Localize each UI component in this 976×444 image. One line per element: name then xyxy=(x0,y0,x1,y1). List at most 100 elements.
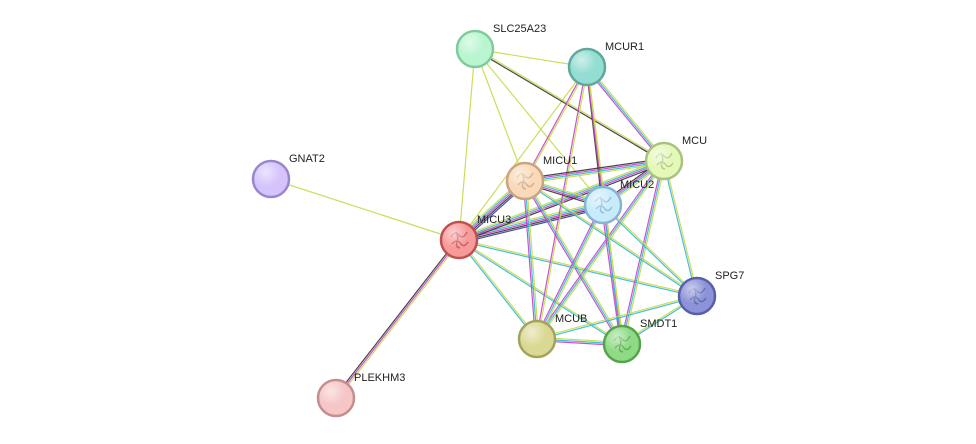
edge-mcur1-mcu[interactable] xyxy=(585,65,666,163)
edge-evidence-textmining xyxy=(525,162,665,184)
edge-micu3-mcur1[interactable] xyxy=(458,66,588,241)
edge-evidence-database xyxy=(524,180,538,340)
node-highlight xyxy=(254,162,288,196)
edge-evidence-textmining xyxy=(537,67,589,340)
node-label: MCUR1 xyxy=(605,41,644,53)
node-label: MCU xyxy=(682,135,707,147)
node-highlight xyxy=(442,223,476,257)
node-highlight xyxy=(520,322,554,356)
edge-mcub-spg7[interactable] xyxy=(536,294,698,341)
node-spg7[interactable]: SPG7 xyxy=(677,270,744,316)
edge-evidence-experiments xyxy=(585,67,664,163)
edge-evidence-experiments xyxy=(335,239,460,399)
edge-evidence-database xyxy=(536,160,665,340)
edge-evidence-coexpression xyxy=(459,205,604,243)
node-micu3[interactable]: MICU3 xyxy=(439,214,511,260)
edge-evidence-textmining xyxy=(474,48,526,182)
edge-evidence-textmining xyxy=(525,180,540,339)
edge-evidence-textmining xyxy=(525,67,589,182)
edge-evidence-textmining xyxy=(459,239,539,339)
edge-micu1-mcub[interactable] xyxy=(522,180,540,340)
edge-micu3-mcub[interactable] xyxy=(457,239,539,340)
node-highlight xyxy=(508,164,542,198)
node-highlight xyxy=(680,279,714,313)
edge-evidence-textmining xyxy=(536,294,697,339)
node-micu1[interactable]: MICU1 xyxy=(505,155,577,201)
node-highlight xyxy=(319,381,353,415)
edge-evidence-textmining xyxy=(458,48,476,241)
edge-evidence-textmining xyxy=(270,178,460,241)
edge-evidence-database xyxy=(602,205,697,298)
edge-evidence-textmining xyxy=(587,65,666,161)
edge-evidence-experiments xyxy=(600,205,622,345)
edge-slc25a23-micu1[interactable] xyxy=(474,48,526,182)
edge-evidence-textmining xyxy=(664,160,699,296)
edge-evidence-textmining xyxy=(603,203,698,296)
node-label: MICU3 xyxy=(477,214,511,226)
edge-evidence-database xyxy=(458,240,622,346)
edge-micu3-micu2[interactable] xyxy=(458,201,604,244)
edge-evidence-textmining xyxy=(458,201,603,238)
edge-evidence-textmining xyxy=(537,161,666,341)
edge-evidence-database xyxy=(525,161,665,183)
edge-micu2-mcub[interactable] xyxy=(535,204,605,340)
edge-micu3-gnat2[interactable] xyxy=(270,178,460,241)
edge-evidence-textmining xyxy=(474,48,604,206)
edge-micu3-slc25a23[interactable] xyxy=(458,48,476,241)
edge-evidence-database xyxy=(536,204,604,340)
node-highlight xyxy=(570,50,604,84)
edge-micu2-spg7[interactable] xyxy=(602,203,698,298)
edge-evidence-experiments xyxy=(458,204,604,241)
edge-mcu-mcub[interactable] xyxy=(535,159,666,341)
edge-evidence-experiments xyxy=(524,159,664,181)
edge-slc25a23-micu2[interactable] xyxy=(474,48,604,206)
edge-evidence-database xyxy=(586,66,665,162)
edge-evidence-database xyxy=(537,296,698,341)
edge-evidence-textmining xyxy=(622,161,667,345)
edge-evidence-database xyxy=(457,240,537,340)
edge-evidence-experiments xyxy=(522,181,537,340)
edge-slc25a23-mcu[interactable] xyxy=(474,47,665,163)
node-label: SPG7 xyxy=(715,270,744,282)
edge-evidence-experiments xyxy=(523,66,587,181)
edge-evidence-database xyxy=(602,204,623,345)
node-mcub[interactable]: MCUB xyxy=(517,313,587,359)
node-mcu[interactable]: MCU xyxy=(644,135,707,181)
edge-micu2-smdt1[interactable] xyxy=(600,204,625,345)
edge-micu3-plekhm3[interactable] xyxy=(334,238,461,400)
node-label: GNAT2 xyxy=(289,153,325,165)
edge-mcu-micu1[interactable] xyxy=(524,158,665,184)
node-highlight xyxy=(647,144,681,178)
node-highlight xyxy=(605,327,639,361)
edge-evidence-textmining xyxy=(457,158,664,239)
edge-mcur1-micu1[interactable] xyxy=(523,66,589,182)
edge-evidence-coexpression xyxy=(474,49,664,163)
edge-evidence-textmining xyxy=(537,205,605,340)
edge-mcur1-mcub[interactable] xyxy=(535,66,589,340)
node-label: PLEKHM3 xyxy=(354,372,405,384)
edge-micu3-smdt1[interactable] xyxy=(458,238,623,346)
node-highlight xyxy=(586,188,620,222)
edge-evidence-database xyxy=(524,181,697,298)
node-highlight xyxy=(458,32,492,66)
node-label: SLC25A23 xyxy=(493,23,546,35)
edge-evidence-experiments xyxy=(535,159,664,339)
node-smdt1[interactable]: SMDT1 xyxy=(602,318,677,364)
node-micu2[interactable]: MICU2 xyxy=(583,179,654,225)
edge-micu1-spg7[interactable] xyxy=(524,179,698,298)
node-label: MICU2 xyxy=(620,179,654,191)
node-plekhm3[interactable]: PLEKHM3 xyxy=(316,372,405,418)
edge-evidence-coexpression xyxy=(524,158,664,180)
edge-evidence-textmining xyxy=(336,240,461,400)
edge-mcu-spg7[interactable] xyxy=(662,160,699,297)
node-slc25a23[interactable]: SLC25A23 xyxy=(455,23,546,69)
node-label: MCUB xyxy=(555,313,587,325)
node-gnat2[interactable]: GNAT2 xyxy=(251,153,325,199)
node-label: MICU1 xyxy=(543,155,577,167)
edge-evidence-database xyxy=(662,161,697,297)
edge-layer xyxy=(270,47,699,400)
edge-evidence-database xyxy=(458,202,603,240)
node-mcur1[interactable]: MCUR1 xyxy=(567,41,644,87)
edge-evidence-experiments xyxy=(535,66,587,339)
